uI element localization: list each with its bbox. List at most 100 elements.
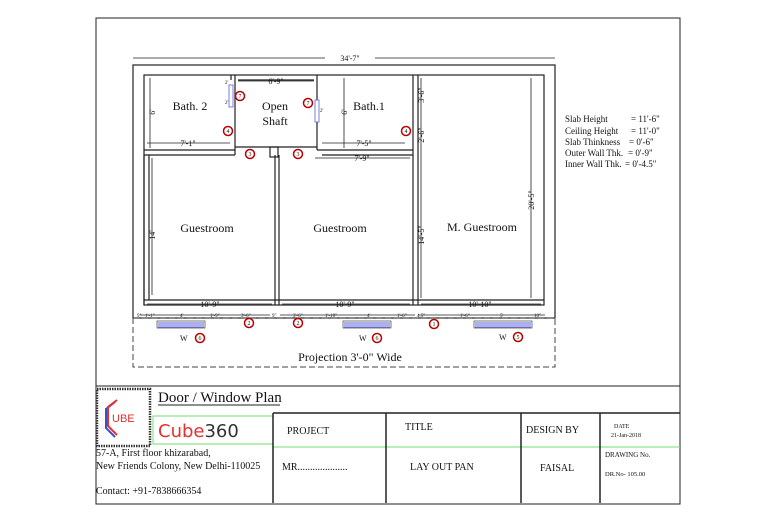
dim-bath2-width: 7'-1" bbox=[180, 139, 195, 148]
dim-seg: 4.5" bbox=[417, 314, 425, 319]
window-m-guestroom bbox=[473, 320, 533, 329]
dim-right-2-6: 2'-6" bbox=[417, 127, 426, 142]
room-m-guestroom: M. Guestroom bbox=[447, 220, 518, 234]
project-label: PROJECT bbox=[287, 426, 329, 437]
dim-seg: 2' bbox=[225, 101, 229, 106]
projection-outline bbox=[132, 317, 556, 368]
sheet-border bbox=[95, 17, 681, 505]
dimension-lines bbox=[140, 78, 545, 316]
logo-text: UBE bbox=[112, 413, 135, 425]
date-value: 21-Jan-2018 bbox=[611, 433, 641, 439]
tag-3: 3 bbox=[292, 148, 304, 160]
tag-3: 3 bbox=[244, 148, 256, 160]
title-label: TITLE bbox=[405, 422, 433, 433]
plan-title: Door / Window Plan bbox=[158, 390, 282, 406]
address-line-2: New Friends Colony, New Delhi-110025 bbox=[96, 461, 260, 472]
dimension-labels: 6'-9" 7'-1" 7'-5" 7'-9" 6' 6' 3'-6" 2'-6… bbox=[137, 77, 541, 319]
tag-1: 1 bbox=[428, 318, 440, 330]
door-window-tags: 7 7 4 4 3 3 2 2 1 6 6 5 bbox=[194, 90, 524, 344]
tag-6: 6 bbox=[194, 332, 206, 344]
dim-seg: 2' bbox=[320, 109, 324, 114]
dim-m-guestroom-height: 14'-5" bbox=[417, 225, 426, 244]
tag-7: 7 bbox=[302, 97, 314, 109]
dim-seg: 1'-9" bbox=[210, 314, 220, 319]
cube-logo: UBE bbox=[105, 399, 135, 438]
tag-text: 7 bbox=[239, 94, 242, 100]
dim-seg: 9" bbox=[137, 314, 142, 319]
note-value: = 0'-6" bbox=[629, 137, 654, 147]
dim-seg: 4' bbox=[180, 314, 184, 319]
tag-4: 4 bbox=[400, 125, 412, 137]
design-by-label: DESIGN BY bbox=[526, 425, 579, 436]
dim-bath1-height: 6' bbox=[340, 109, 349, 115]
dim-seg: 1'-6" bbox=[397, 314, 407, 319]
dim-seg: 2' bbox=[225, 81, 229, 86]
date-label: DATE bbox=[614, 424, 630, 430]
tag-text: 4 bbox=[405, 129, 408, 135]
overall-width-label: 34'-7" bbox=[340, 54, 359, 63]
dim-passage-width: 7'-9" bbox=[354, 154, 369, 163]
window-guestroom1 bbox=[156, 320, 206, 329]
note-label: Outer Wall Thk. bbox=[565, 148, 623, 158]
tag-text: 6 bbox=[376, 336, 379, 342]
title-value: LAY OUT PAN bbox=[410, 462, 474, 473]
tag-text: 2 bbox=[297, 321, 300, 327]
dim-seg: 5' bbox=[500, 314, 504, 319]
contact: Contact: +91-7838666354 bbox=[96, 486, 201, 497]
dim-seg: 1'-10" bbox=[325, 314, 337, 319]
dim-seg: 3'-6" bbox=[241, 314, 251, 319]
dim-seg: 1'-1" bbox=[145, 314, 155, 319]
spec-notes: Slab Height= 11'-6" Ceiling Height= 11'-… bbox=[565, 114, 660, 169]
brand-number: 360 bbox=[204, 421, 238, 442]
room-guestroom-1: Guestroom bbox=[180, 221, 234, 235]
title-block: Door / Window Plan UBE Cube360 57-A, Fir… bbox=[95, 385, 680, 503]
note-value: = 11'-0" bbox=[631, 126, 660, 136]
dim-right-3-6: 3'-6" bbox=[417, 87, 426, 102]
tag-text: 6 bbox=[199, 336, 202, 342]
tag-text: 4 bbox=[227, 129, 230, 135]
inner-walls bbox=[143, 75, 544, 305]
dim-bath1-width: 7'-5" bbox=[356, 139, 371, 148]
room-bath1: Bath.1 bbox=[353, 99, 385, 113]
overall-dimension: 34'-7" bbox=[133, 53, 555, 63]
dim-bath2-height: 6' bbox=[148, 109, 157, 115]
tag-text: 3 bbox=[249, 152, 252, 158]
note-label: Slab Thinkness bbox=[565, 137, 621, 147]
tag-text: 5 bbox=[517, 335, 520, 341]
note-label: Ceiling Height bbox=[565, 126, 619, 136]
dim-m-guestroom-width: 10'-10" bbox=[468, 300, 491, 309]
window-label: W bbox=[180, 334, 188, 343]
tag-text: 2 bbox=[248, 321, 251, 327]
window-label: W bbox=[359, 334, 367, 343]
svg-text:Cube360: Cube360 bbox=[158, 421, 239, 442]
note-value: = 0'-9" bbox=[628, 148, 653, 158]
projection-label: Projection 3'-0" Wide bbox=[298, 350, 402, 364]
dim-guestroom1-height: 14' bbox=[148, 230, 157, 240]
room-open-shaft: Open bbox=[262, 99, 288, 113]
tag-text: 7 bbox=[307, 101, 310, 107]
room-bath2: Bath. 2 bbox=[173, 99, 208, 113]
dim-guestroom1-width: 10'-9" bbox=[200, 300, 219, 309]
room-guestroom-2: Guestroom bbox=[313, 221, 367, 235]
tag-text: 1 bbox=[433, 322, 436, 328]
drawing-no-label: DRAWING No. bbox=[605, 451, 651, 459]
brand-name: Cube bbox=[158, 421, 204, 442]
window-label: W bbox=[499, 333, 507, 342]
note-value: = 0'-4.5" bbox=[625, 159, 657, 169]
note-value: = 11'-6" bbox=[631, 114, 660, 124]
dim-seg: 3'-6" bbox=[293, 314, 303, 319]
dim-seg: 4' bbox=[367, 314, 371, 319]
drawing-no-value: DR.No- 105.00 bbox=[605, 471, 645, 478]
dim-seg: 9" bbox=[272, 314, 277, 319]
note-label: Inner Wall Thk. bbox=[565, 159, 622, 169]
tag-6: 6 bbox=[371, 332, 383, 344]
dim-seg: 1'-6" bbox=[460, 314, 470, 319]
tag-7: 7 bbox=[234, 90, 246, 102]
tag-text: 3 bbox=[297, 152, 300, 158]
dim-guestroom2-width: 10'-9" bbox=[335, 300, 354, 309]
address-line-1: 57-A, First floor khizarabad, bbox=[96, 448, 211, 459]
design-by-value: FAISAL bbox=[540, 463, 574, 474]
tag-5: 5 bbox=[512, 331, 524, 343]
